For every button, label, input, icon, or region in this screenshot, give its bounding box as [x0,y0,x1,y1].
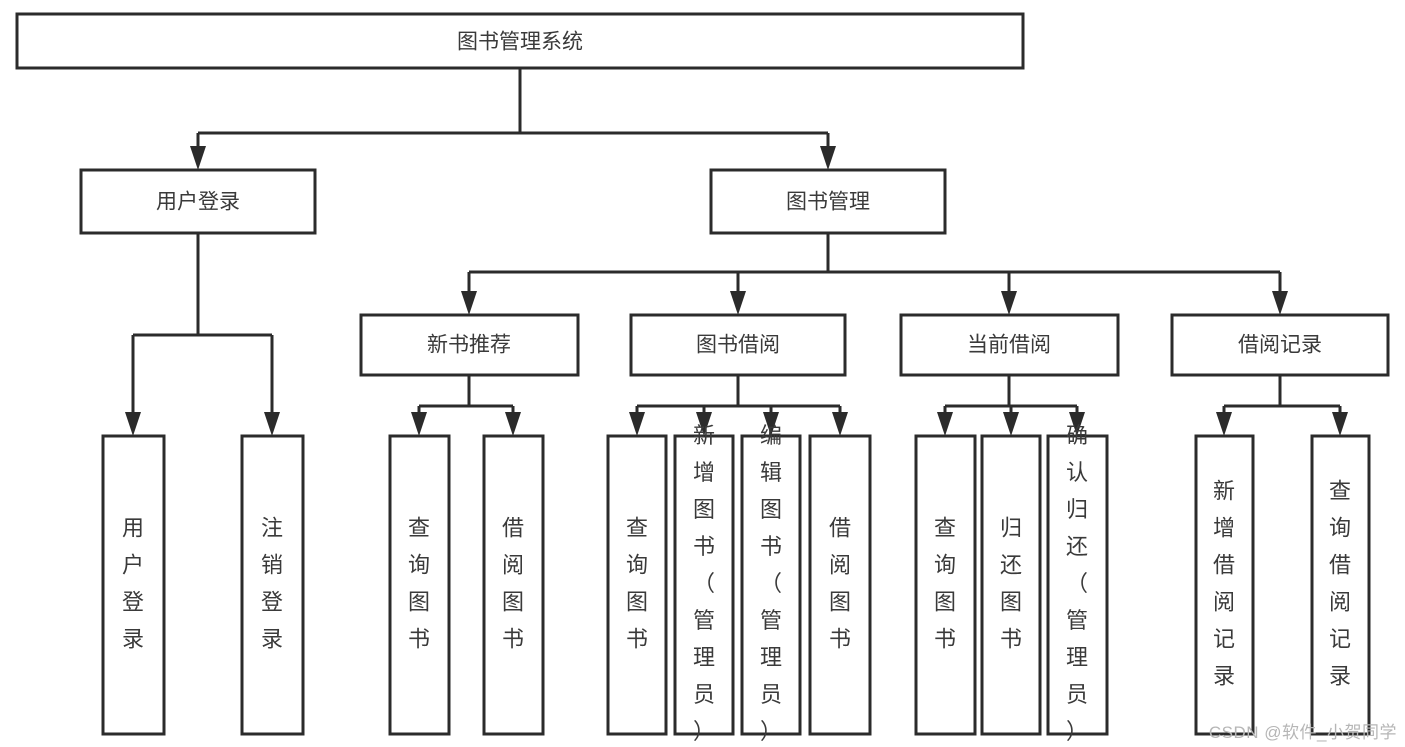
leaf-user-login-label: 用户登录 [122,515,144,651]
leaf-br-add-record-label: 新增借阅记录 [1213,478,1235,688]
arrow-head-bb-leaf-3 [763,412,779,436]
node-root-label: 图书管理系统 [457,31,583,54]
arrow-head-bb-leaf-4 [832,412,848,436]
arrow-head-bb-leaf-2 [696,412,712,436]
node-book-manage-label: 图书管理 [786,191,870,214]
arrow-head-borrow-record [1272,291,1288,315]
arrow-head-nb-leaf-2 [505,412,521,436]
leaf-nb-borrow-book-box[interactable] [482,434,545,736]
leaf-bb-add-book-label: 新增图书（管理员） [693,423,715,744]
leaf-cb-query-book-box[interactable] [914,434,977,736]
node-root-box[interactable] [15,12,1025,70]
arrow-head-new-book [461,291,477,315]
leaf-cb-confirm-return[interactable]: 确认归还（管理员） [1046,423,1109,744]
leaf-cb-query-book-label: 查询图书 [934,515,956,651]
node-new-book-recommend-label: 新书推荐 [427,334,511,357]
node-book-manage-box[interactable] [709,168,947,235]
leaf-user-login[interactable]: 用户登录 [101,434,166,736]
leaf-bb-edit-book-box[interactable] [740,434,802,736]
node-borrow-record[interactable]: 借阅记录 [1170,313,1390,377]
leaf-logout[interactable]: 注销登录 [240,434,305,736]
arrow-head-cb-leaf-3 [1069,412,1085,436]
leaf-br-add-record-box[interactable] [1194,434,1255,736]
leaf-bb-add-book[interactable]: 新增图书（管理员） [673,423,735,744]
leaf-bb-add-book-box[interactable] [673,434,735,736]
node-user-login[interactable]: 用户登录 [79,168,317,235]
leaf-bb-query-book[interactable]: 查询图书 [606,434,668,736]
leaf-user-login-box[interactable] [101,434,166,736]
node-user-login-box[interactable] [79,168,317,235]
arrow-head-book-manage [820,146,836,170]
arrow-head-bb-leaf-1 [629,412,645,436]
leaf-nb-borrow-book-label: 借阅图书 [502,515,524,651]
arrow-head-book-borrow [730,291,746,315]
leaf-logout-label: 注销登录 [261,515,283,651]
leaf-nb-query-book-label: 查询图书 [408,515,430,651]
leaf-cb-confirm-return-label: 确认归还（管理员） [1066,423,1088,744]
leaf-cb-query-book[interactable]: 查询图书 [914,434,977,736]
node-new-book-recommend[interactable]: 新书推荐 [359,313,580,377]
arrow-head-nb-leaf-1 [411,412,427,436]
arrow-head-leaf-logout [264,412,280,436]
node-user-login-label: 用户登录 [156,191,240,214]
leaf-cb-return-book[interactable]: 归还图书 [980,434,1042,736]
leaf-bb-query-book-box[interactable] [606,434,668,736]
leaf-br-add-record[interactable]: 新增借阅记录 [1194,434,1255,736]
node-book-manage[interactable]: 图书管理 [709,168,947,235]
arrow-head-current-borrow [1001,291,1017,315]
node-current-borrow-label: 当前借阅 [967,334,1051,357]
node-new-book-recommend-box[interactable] [359,313,580,377]
node-borrow-record-label: 借阅记录 [1238,334,1322,357]
csdn-watermark: CSDN @软件_小贺同学 [1208,723,1397,742]
leaf-br-query-record-label: 查询借阅记录 [1329,478,1351,688]
leaf-bb-query-book-label: 查询图书 [626,515,648,651]
node-root[interactable]: 图书管理系统 [15,12,1025,70]
node-book-borrow-box[interactable] [629,313,847,377]
leaf-br-query-record[interactable]: 查询借阅记录 [1310,434,1371,736]
node-current-borrow[interactable]: 当前借阅 [899,313,1120,377]
arrow-head-user-login [190,146,206,170]
leaf-bb-borrow-book[interactable]: 借阅图书 [808,434,872,736]
leaf-bb-borrow-book-label: 借阅图书 [829,515,851,651]
node-current-borrow-box[interactable] [899,313,1120,377]
leaf-logout-box[interactable] [240,434,305,736]
leaf-nb-query-book-box[interactable] [388,434,451,736]
leaf-bb-edit-book[interactable]: 编辑图书（管理员） [740,423,802,744]
arrow-head-cb-leaf-2 [1003,412,1019,436]
leaf-bb-edit-book-label: 编辑图书（管理员） [760,423,782,744]
node-borrow-record-box[interactable] [1170,313,1390,377]
leaf-cb-confirm-return-box[interactable] [1046,434,1109,736]
leaf-bb-borrow-book-box[interactable] [808,434,872,736]
leaf-br-query-record-box[interactable] [1310,434,1371,736]
leaf-cb-return-book-label: 归还图书 [1000,515,1022,651]
node-book-borrow-label: 图书借阅 [696,334,780,357]
leaf-nb-borrow-book[interactable]: 借阅图书 [482,434,545,736]
arrow-head-leaf-user-login [125,412,141,436]
leaf-cb-return-book-box[interactable] [980,434,1042,736]
arrow-head-br-leaf-2 [1332,412,1348,436]
node-book-borrow[interactable]: 图书借阅 [629,313,847,377]
leaf-nb-query-book[interactable]: 查询图书 [388,434,451,736]
connector-layer [125,68,1348,436]
arrow-head-cb-leaf-1 [937,412,953,436]
arrow-head-br-leaf-1 [1216,412,1232,436]
